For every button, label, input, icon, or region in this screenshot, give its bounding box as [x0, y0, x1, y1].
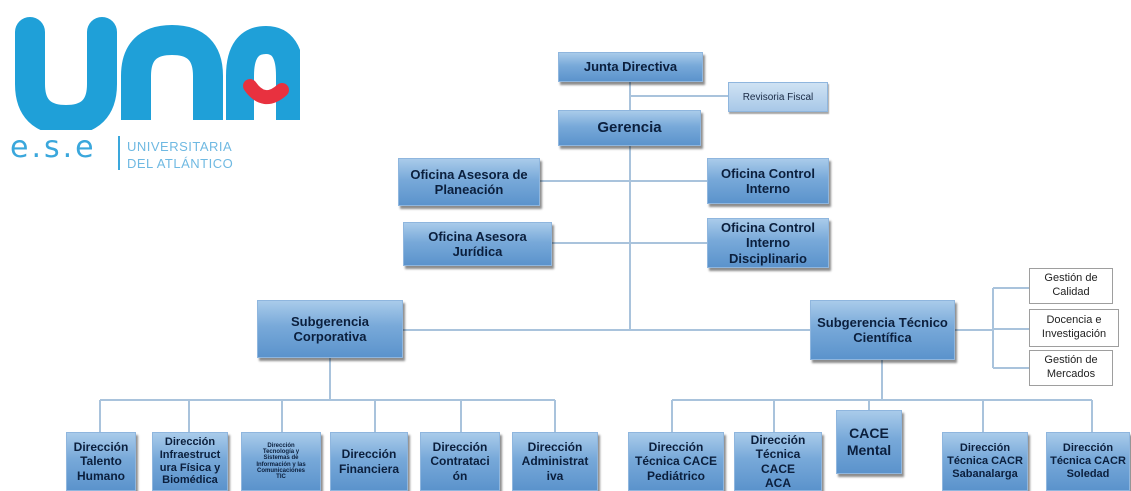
logo-ese-text: e.s.e: [10, 130, 97, 165]
una-logo: e.s.e UNIVERSITARIA DEL ATLÁNTICO: [0, 10, 304, 180]
node-oficina-control-interno: Oficina Control Interno: [707, 158, 829, 204]
logo-line1: UNIVERSITARIA: [127, 139, 233, 154]
node-subgerencia-tecnico-cientifica: Subgerencia Técnico Científica: [810, 300, 955, 360]
node-docencia-investigacion: Docencia e Investigación: [1029, 309, 1119, 347]
node-direccion-cace-pediatrico: Dirección Técnica CACE Pediátrico: [628, 432, 724, 491]
node-subgerencia-corporativa: Subgerencia Corporativa: [257, 300, 403, 358]
node-direccion-cacr-soledad: Dirección Técnica CACR Soledad: [1046, 432, 1130, 491]
node-oficina-juridica: Oficina Asesora Jurídica: [403, 222, 552, 266]
node-gerencia: Gerencia: [558, 110, 701, 146]
node-junta-directiva: Junta Directiva: [558, 52, 703, 82]
node-direccion-infraestructura: Dirección Infraestruct ura Física y Biom…: [152, 432, 228, 491]
node-revisoria-fiscal: Revisoria Fiscal: [728, 82, 828, 112]
node-gestion-calidad: Gestión de Calidad: [1029, 268, 1113, 304]
node-direccion-talento-humano: Dirección Talento Humano: [66, 432, 136, 491]
node-direccion-administrativa: Dirección Administrat iva: [512, 432, 598, 491]
node-direccion-tecnologia: Dirección Tecnología y Sistemas de Infor…: [241, 432, 321, 491]
node-direccion-cace-aca: Dirección Técnica CACE ACA: [734, 432, 822, 491]
logo-line2: DEL ATLÁNTICO: [127, 156, 234, 171]
node-gestion-mercados: Gestión de Mercados: [1029, 350, 1113, 386]
node-direccion-financiera: Dirección Financiera: [330, 432, 408, 491]
node-cace-mental: CACE Mental: [836, 410, 902, 474]
una-logo-mark: [15, 17, 304, 136]
node-oficina-planeacion: Oficina Asesora de Planeación: [398, 158, 540, 206]
node-direccion-contratacion: Dirección Contrataci ón: [420, 432, 500, 491]
node-direccion-cacr-sabanalarga: Dirección Técnica CACR Sabanalarga: [942, 432, 1028, 491]
node-oficina-control-disciplinario: Oficina Control Interno Disciplinario: [707, 218, 829, 268]
logo-separator: [118, 136, 120, 170]
